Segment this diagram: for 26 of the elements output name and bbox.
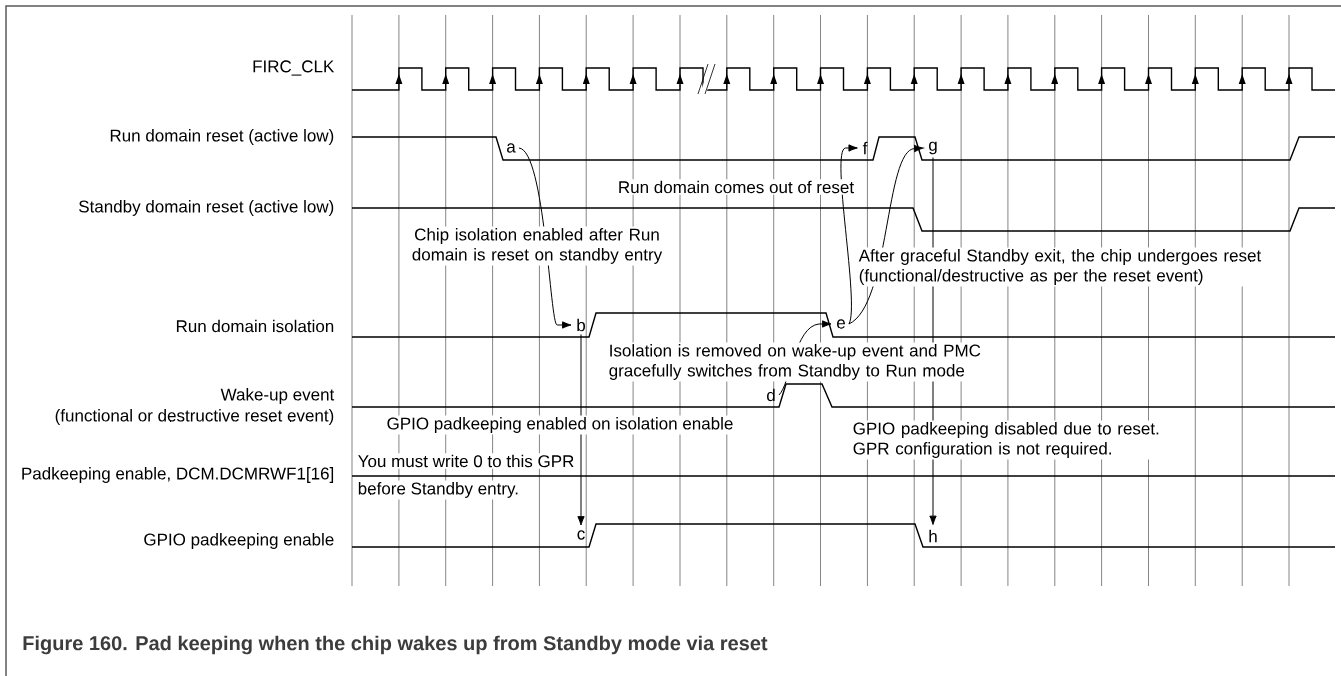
annotation-text: GPIO padkeeping disabled due to reset. GPR configuration is not required.: [853, 422, 1159, 458]
annotation-text: Chip isolation enabled after Run domain is reset on standby entry: [412, 228, 663, 264]
event-marker: e: [837, 319, 845, 329]
signal-name: Run domain reset (active low): [110, 129, 334, 145]
annotation-text: You must write 0 to this GPR: [358, 454, 574, 468]
event-marker: h: [929, 529, 937, 543]
event-marker: a: [507, 143, 516, 153]
signal-name: Standby domain reset (active low): [79, 200, 334, 216]
annotation-text: GPIO padkeeping enabled on isolation enable: [387, 417, 733, 433]
event-marker: f: [862, 141, 868, 155]
annotation-text: before Standby entry.: [358, 482, 518, 498]
arrow: [840, 144, 858, 325]
signal-name: Wake-up event: [220, 388, 335, 404]
signal-name: FIRC_CLK: [253, 60, 335, 76]
signal-name: Run domain isolation: [176, 319, 334, 333]
event-marker: b: [577, 318, 585, 332]
signal-name: GPIO padkeeping enable: [144, 533, 334, 549]
signal-name: (functional or destructive reset event): [55, 409, 334, 425]
event-marker: g: [929, 141, 937, 155]
arrow: [577, 333, 585, 526]
signal-name: Padkeeping enable, DCM.DCMRWF1[16]: [22, 467, 334, 483]
annotation-text: After graceful Standby exit, the chip undergoes reset (functional/destructive as per the reset event): [858, 249, 1262, 285]
event-marker: c: [577, 530, 585, 540]
annotation-text: Run domain comes out of reset: [619, 180, 854, 194]
event-marker: d: [767, 388, 775, 402]
figure-caption: Figure 160. Pad keeping when the chip wakes up from Standby mode via reset: [23, 635, 768, 655]
